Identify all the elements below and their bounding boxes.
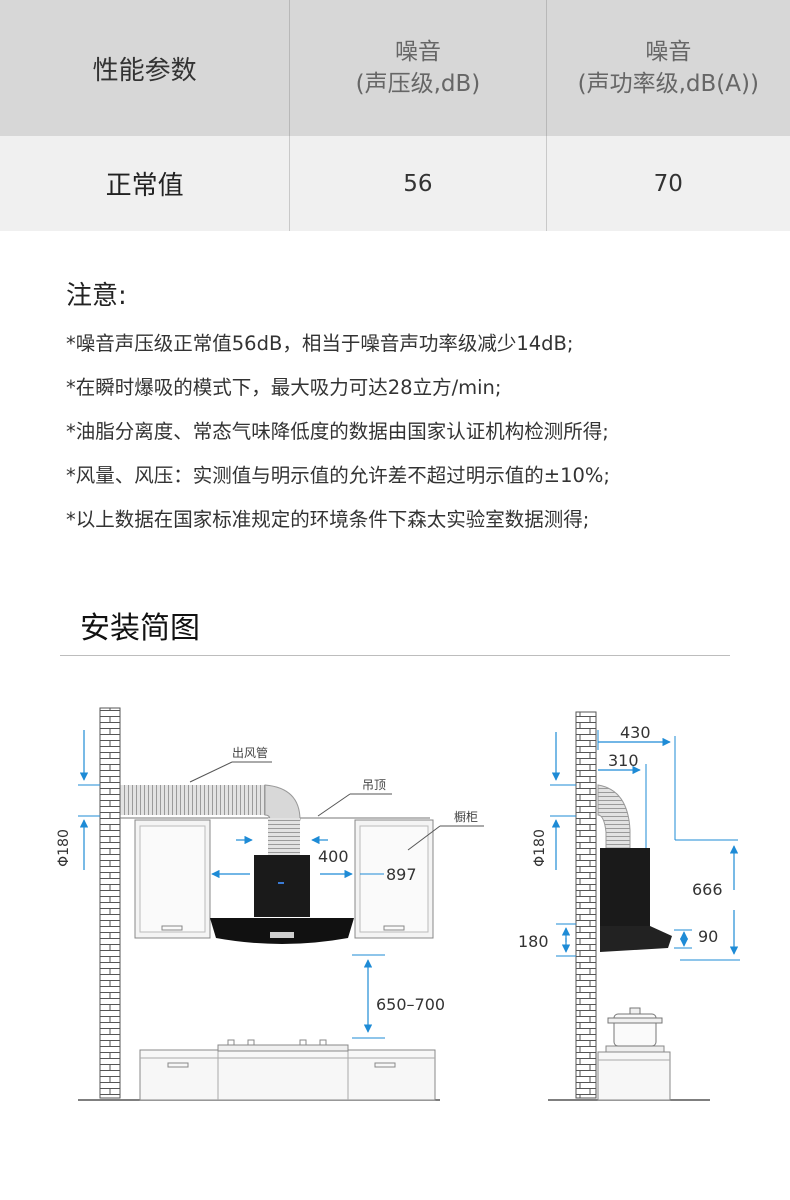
front-brick-wall [99,707,121,1099]
sound-power-value-cell: 70 [545,136,790,231]
front-label-cabinet: 橱柜 [454,810,478,824]
front-dim-height: 650–700 [376,995,445,1014]
front-duct-bend [264,784,301,821]
notes-title: 注意: [66,281,127,311]
header-sound-pressure-unit: (声压级,dB) [355,71,481,97]
front-dim-total: 897 [386,865,417,884]
row-label: 正常值 [105,171,184,201]
front-hood-logo [278,882,284,884]
spec-table-header: 性能参数 噪音 (声压级,dB) 噪音 (声功率级,dB(A)) [0,0,790,136]
note-item: *以上数据在国家标准规定的环境条件下森太实验室数据测得; [66,508,590,531]
header-sound-pressure-title: 噪音 [394,39,441,65]
install-diagram: Φ180 400 897 650–700 出风管 吊顶 橱柜 [56,707,740,1101]
front-cabinet-right-handle [383,925,405,931]
front-duct-vertical [268,818,300,856]
front-cabinet-left-handle [161,925,183,931]
side-dim-depth-outer: 430 [620,723,651,742]
front-dim-width: 400 [318,847,349,866]
side-dim-depth-inner: 310 [608,751,639,770]
side-hood-body [600,848,650,926]
header-param-label: 性能参数 [92,55,197,86]
header-sound-power-unit: (声功率级,dB(A)) [577,71,759,97]
front-dim-duct: Φ180 [56,829,72,867]
note-item: *在瞬时爆吸的模式下，最大吸力可达28立方/min; [66,376,502,399]
front-hood-lights [270,932,294,938]
front-duct-horizontal [120,785,270,815]
side-view: Φ180 430 310 666 90 180 [518,711,740,1101]
side-cooktop [605,1045,665,1053]
front-hood-body [254,855,310,917]
header-sound-power-title: 噪音 [645,39,692,65]
note-item: *噪音声压级正常值56dB，相当于噪音声功率级减少14dB; [66,332,574,355]
sound-pressure-value-cell: 56 [289,136,545,231]
header-param: 性能参数 [0,0,289,136]
row-label-cell: 正常值 [0,136,289,231]
note-item: *风量、风压：实测值与明示值的允许差不超过明示值的±10%; [66,464,611,487]
front-label-ceiling: 吊顶 [362,778,386,792]
side-dim-back: 180 [518,932,549,951]
sound-pressure-value: 56 [403,170,433,197]
install-divider [60,655,730,656]
side-dim-front: 90 [698,927,718,946]
front-hood-canopy [210,918,354,944]
front-cabinet-left-door [139,825,206,933]
sound-power-value: 70 [653,170,683,197]
side-brick-wall [575,711,597,1099]
header-sound-power: 噪音 (声功率级,dB(A)) [545,0,790,136]
side-dim-height: 666 [692,880,723,899]
front-cooktop [217,1044,349,1052]
spec-table: 性能参数 噪音 (声压级,dB) 噪音 (声功率级,dB(A)) 正常值 56 … [0,0,790,231]
side-duct [597,784,631,849]
side-dim-duct: Φ180 [532,829,548,867]
side-hood-canopy [600,926,672,952]
spec-table-row: 正常值 56 70 [0,136,790,231]
install-title: 安装简图 [80,611,200,646]
header-sound-pressure: 噪音 (声压级,dB) [289,0,545,136]
front-label-duct: 出风管 [232,745,268,760]
notes-section: 注意: *噪音声压级正常值56dB，相当于噪音声功率级减少14dB; *在瞬时爆… [66,275,766,552]
front-view: Φ180 400 897 650–700 出风管 吊顶 橱柜 [56,707,484,1101]
note-item: *油脂分离度、常态气味降低度的数据由国家认证机构检测所得; [66,420,609,443]
side-counter [597,1051,671,1101]
